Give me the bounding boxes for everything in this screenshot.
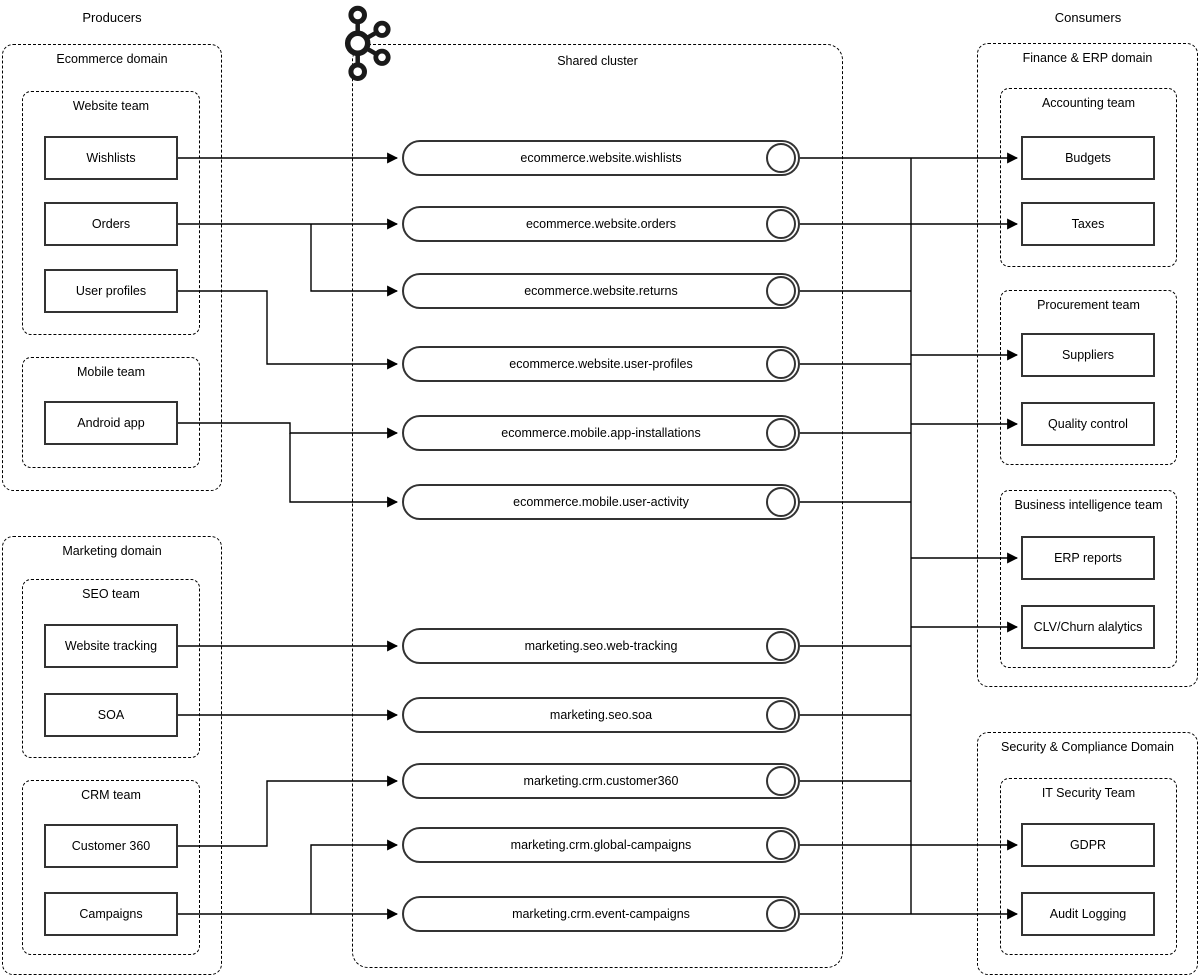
node-website-tracking: Website tracking (44, 624, 178, 668)
team-title: Website team (72, 99, 150, 113)
node-taxes: Taxes (1021, 202, 1155, 246)
topic-label: ecommerce.website.returns (524, 284, 678, 298)
topic-ecommerce-mobile-app-installations: ecommerce.mobile.app-installations (402, 415, 800, 451)
topic-end-circle-icon (766, 349, 796, 379)
topic-end-circle-icon (766, 830, 796, 860)
topic-end-circle-icon (766, 899, 796, 929)
team-business-intelligence: Business intelligence team (1000, 490, 1177, 668)
topic-ecommerce-website-wishlists: ecommerce.website.wishlists (402, 140, 800, 176)
team-procurement: Procurement team (1000, 290, 1177, 465)
node-suppliers: Suppliers (1021, 333, 1155, 377)
node-erp-reports: ERP reports (1021, 536, 1155, 580)
consumers-column-label: Consumers (1054, 10, 1122, 25)
topic-end-circle-icon (766, 700, 796, 730)
topic-label: marketing.crm.event-campaigns (512, 907, 690, 921)
node-android-app: Android app (44, 401, 178, 445)
topic-ecommerce-website-user-profiles: ecommerce.website.user-profiles (402, 346, 800, 382)
domain-ecommerce: Ecommerce domain (2, 44, 222, 491)
node-wishlists: Wishlists (44, 136, 178, 180)
node-budgets: Budgets (1021, 136, 1155, 180)
topic-label: marketing.crm.global-campaigns (510, 838, 692, 852)
team-crm: CRM team (22, 780, 200, 955)
node-customer-360: Customer 360 (44, 824, 178, 868)
team-mobile: Mobile team (22, 357, 200, 468)
topic-ecommerce-website-returns: ecommerce.website.returns (402, 273, 800, 309)
node-campaigns: Campaigns (44, 892, 178, 936)
team-title: IT Security Team (1041, 786, 1136, 800)
node-orders: Orders (44, 202, 178, 246)
topic-ecommerce-mobile-user-activity: ecommerce.mobile.user-activity (402, 484, 800, 520)
team-title: SEO team (82, 587, 140, 601)
topic-label: ecommerce.website.user-profiles (509, 357, 693, 371)
topic-ecommerce-website-orders: ecommerce.website.orders (402, 206, 800, 242)
topic-end-circle-icon (766, 631, 796, 661)
domain-finance-erp: Finance & ERP domain (977, 43, 1198, 687)
node-gdpr: GDPR (1021, 823, 1155, 867)
team-title: Mobile team (76, 365, 146, 379)
node-soa: SOA (44, 693, 178, 737)
topic-label: ecommerce.website.orders (525, 217, 677, 231)
domain-security-compliance: Security & Compliance Domain (977, 732, 1198, 975)
team-it-security: IT Security Team (1000, 778, 1177, 955)
topic-label: ecommerce.mobile.app-installations (501, 426, 701, 440)
topic-label: ecommerce.mobile.user-activity (513, 495, 689, 509)
topic-marketing-crm-event-campaigns: marketing.crm.event-campaigns (402, 896, 800, 932)
topic-end-circle-icon (766, 143, 796, 173)
shared-cluster-container: Shared cluster (352, 44, 843, 968)
team-title: Accounting team (1041, 96, 1136, 110)
team-title: Procurement team (1037, 298, 1140, 312)
team-website: Website team (22, 91, 200, 335)
node-clv-churn-analytics: CLV/Churn alalytics (1021, 605, 1155, 649)
team-seo: SEO team (22, 579, 200, 758)
topic-end-circle-icon (766, 487, 796, 517)
topic-end-circle-icon (766, 276, 796, 306)
topic-marketing-crm-global-campaigns: marketing.crm.global-campaigns (402, 827, 800, 863)
domain-title: Ecommerce domain (56, 52, 168, 66)
topic-marketing-seo-soa: marketing.seo.soa (402, 697, 800, 733)
topic-end-circle-icon (766, 418, 796, 448)
team-accounting: Accounting team (1000, 88, 1177, 267)
topic-marketing-crm-customer360: marketing.crm.customer360 (402, 763, 800, 799)
topic-marketing-seo-web-tracking: marketing.seo.web-tracking (402, 628, 800, 664)
topic-label: marketing.seo.soa (549, 708, 653, 722)
shared-cluster-title: Shared cluster (557, 54, 638, 68)
topic-end-circle-icon (766, 209, 796, 239)
domain-title: Marketing domain (62, 544, 162, 558)
node-audit-logging: Audit Logging (1021, 892, 1155, 936)
topic-label: marketing.crm.customer360 (523, 774, 679, 788)
topic-label: marketing.seo.web-tracking (524, 639, 678, 653)
domain-marketing: Marketing domain (2, 536, 222, 975)
node-user-profiles: User profiles (44, 269, 178, 313)
producers-column-label: Producers (82, 10, 142, 25)
topic-label: ecommerce.website.wishlists (520, 151, 682, 165)
topic-end-circle-icon (766, 766, 796, 796)
team-title: CRM team (81, 788, 141, 802)
domain-title: Finance & ERP domain (1022, 51, 1153, 65)
node-quality-control: Quality control (1021, 402, 1155, 446)
team-title: Business intelligence team (1014, 498, 1163, 512)
domain-title: Security & Compliance Domain (1001, 740, 1174, 754)
